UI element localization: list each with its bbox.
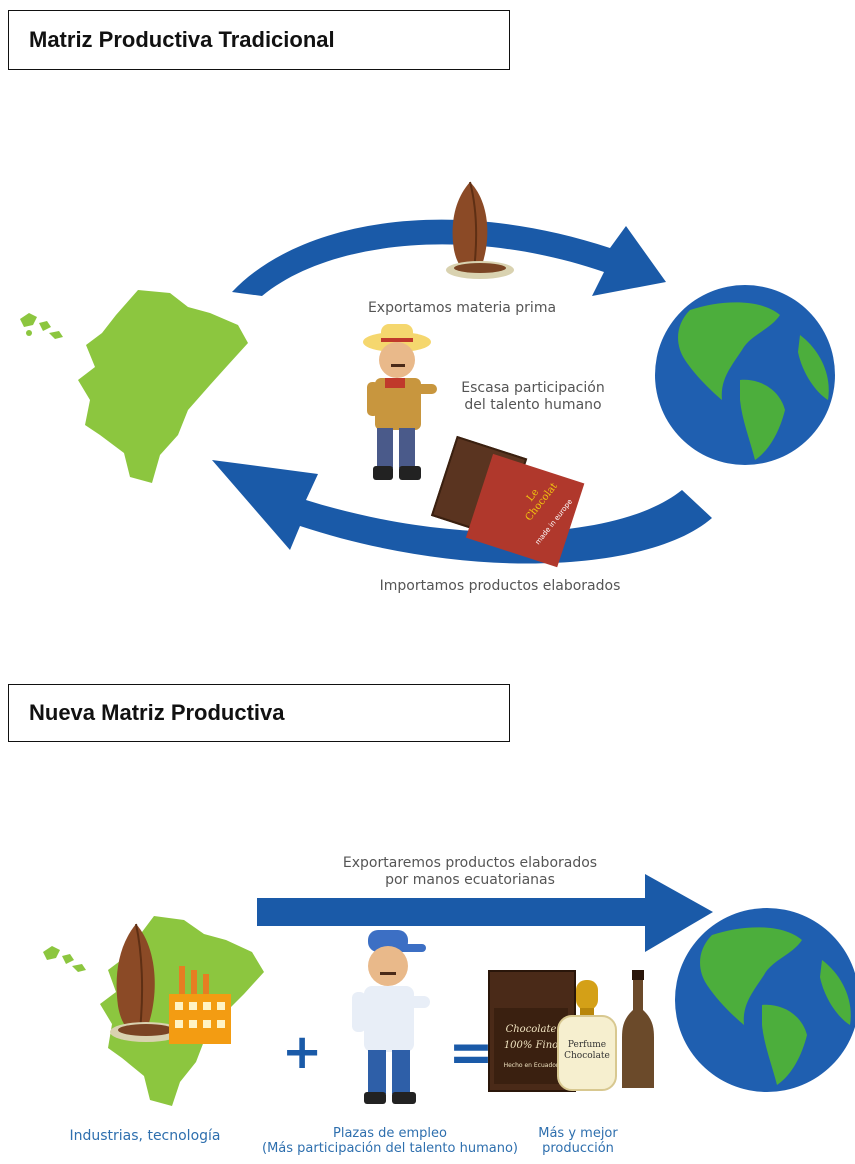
fine-chocolate-wrapper	[494, 1008, 568, 1084]
industries-text: Industrias, tecnología	[69, 1128, 221, 1144]
participation-line1: Escasa participación	[461, 380, 605, 396]
production-label: Más y mejor producción	[528, 1126, 628, 1156]
production-line2: producción	[542, 1141, 614, 1156]
worker-figure	[352, 930, 430, 1104]
export-arc-arrow	[232, 219, 666, 296]
export-raw-material-text: Exportamos materia prima	[367, 300, 557, 316]
participation-label: Escasa participación del talento humano	[448, 380, 618, 414]
fine-chocolate-line1: Chocolate	[505, 1024, 557, 1035]
new-title-text: Nueva Matriz Productiva	[29, 700, 285, 725]
earth-globe-1	[655, 285, 835, 465]
ecuador-map-1	[78, 290, 248, 483]
cacao-pod-icon-1	[446, 181, 514, 279]
farmer-figure	[363, 324, 437, 480]
perfume-line2: Chocolate	[564, 1051, 610, 1061]
equals-sign: =	[448, 1021, 494, 1084]
jobs-label: Plazas de empleo (Más participación del …	[256, 1126, 524, 1156]
import-products-label: Importamos productos elaborados	[360, 578, 640, 595]
liquor-bottle	[622, 970, 654, 1088]
import-arc-arrow	[212, 460, 712, 564]
galapagos-islands-1	[20, 313, 63, 339]
import-products-text: Importamos productos elaborados	[379, 578, 621, 594]
export-future-label: Exportaremos productos elaborados por ma…	[325, 855, 615, 889]
new-title: Nueva Matriz Productiva	[8, 684, 510, 742]
export-future-line1: Exportaremos productos elaborados	[342, 855, 598, 871]
fine-chocolate-line2: 100% Fino	[503, 1040, 559, 1051]
production-line1: Más y mejor	[538, 1126, 618, 1141]
plus-sign: +	[282, 1024, 323, 1080]
earth-globe-2	[675, 908, 855, 1092]
fine-chocolate-line3: Hecho en Ecuador	[503, 1062, 559, 1069]
traditional-title: Matriz Productiva Tradicional	[8, 10, 510, 70]
traditional-title-text: Matriz Productiva Tradicional	[29, 27, 335, 52]
export-straight-arrow	[257, 874, 713, 952]
industries-label: Industrias, tecnología	[60, 1128, 230, 1145]
perfume-line1: Perfume	[567, 1040, 607, 1050]
perfume-bottle	[557, 980, 617, 1091]
perfume-label: Perfume Chocolate	[558, 1040, 616, 1062]
export-future-line2: por manos ecuatorianas	[385, 872, 555, 888]
cacao-pod-icon-2	[110, 923, 182, 1042]
participation-line2: del talento humano	[464, 397, 602, 413]
jobs-line2: (Más participación del talento humano)	[262, 1141, 518, 1156]
factory-icon	[169, 966, 231, 1044]
galapagos-islands-2	[43, 946, 86, 972]
export-raw-material-label: Exportamos materia prima	[352, 300, 572, 317]
jobs-line1: Plazas de empleo	[333, 1126, 447, 1141]
